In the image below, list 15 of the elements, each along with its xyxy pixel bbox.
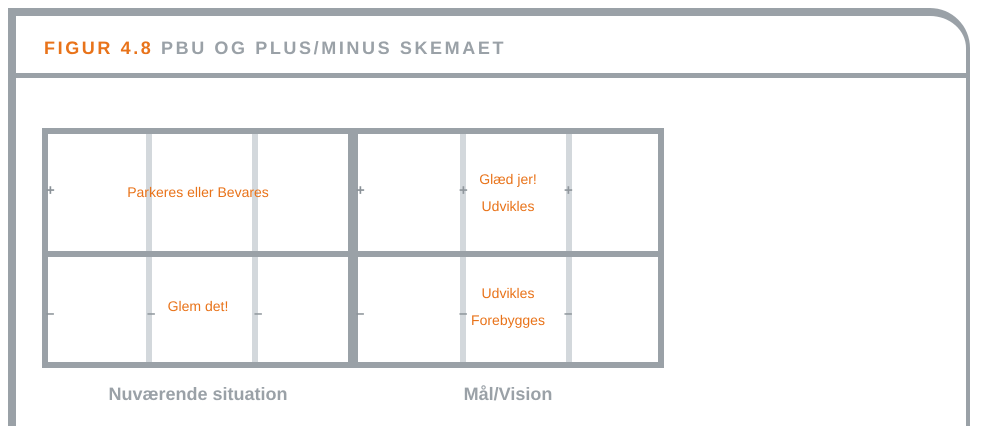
minus-sign: – [147,306,156,321]
panel-caption: Nuværende situation [108,384,288,404]
cell-text: Udvikles [482,284,534,302]
minus-sign: – [564,306,572,321]
figure-title: FIGUR 4.8 PBU OG PLUS/MINUS SKEMAET [44,38,506,59]
minus-sign: – [459,306,468,321]
cell-text: Parkeres eller Bevares [127,183,269,202]
cell-text: Forebygges [471,310,545,330]
panel-caption: Mål/Vision [464,384,552,404]
cell-text: Udvikles [482,196,534,216]
minus-sign: – [254,306,262,321]
plus-sign: + [459,183,468,198]
plus-sign: + [564,183,573,198]
cell-text: Glem det! [168,297,228,316]
cell-text: Glæd jer! [479,170,537,189]
